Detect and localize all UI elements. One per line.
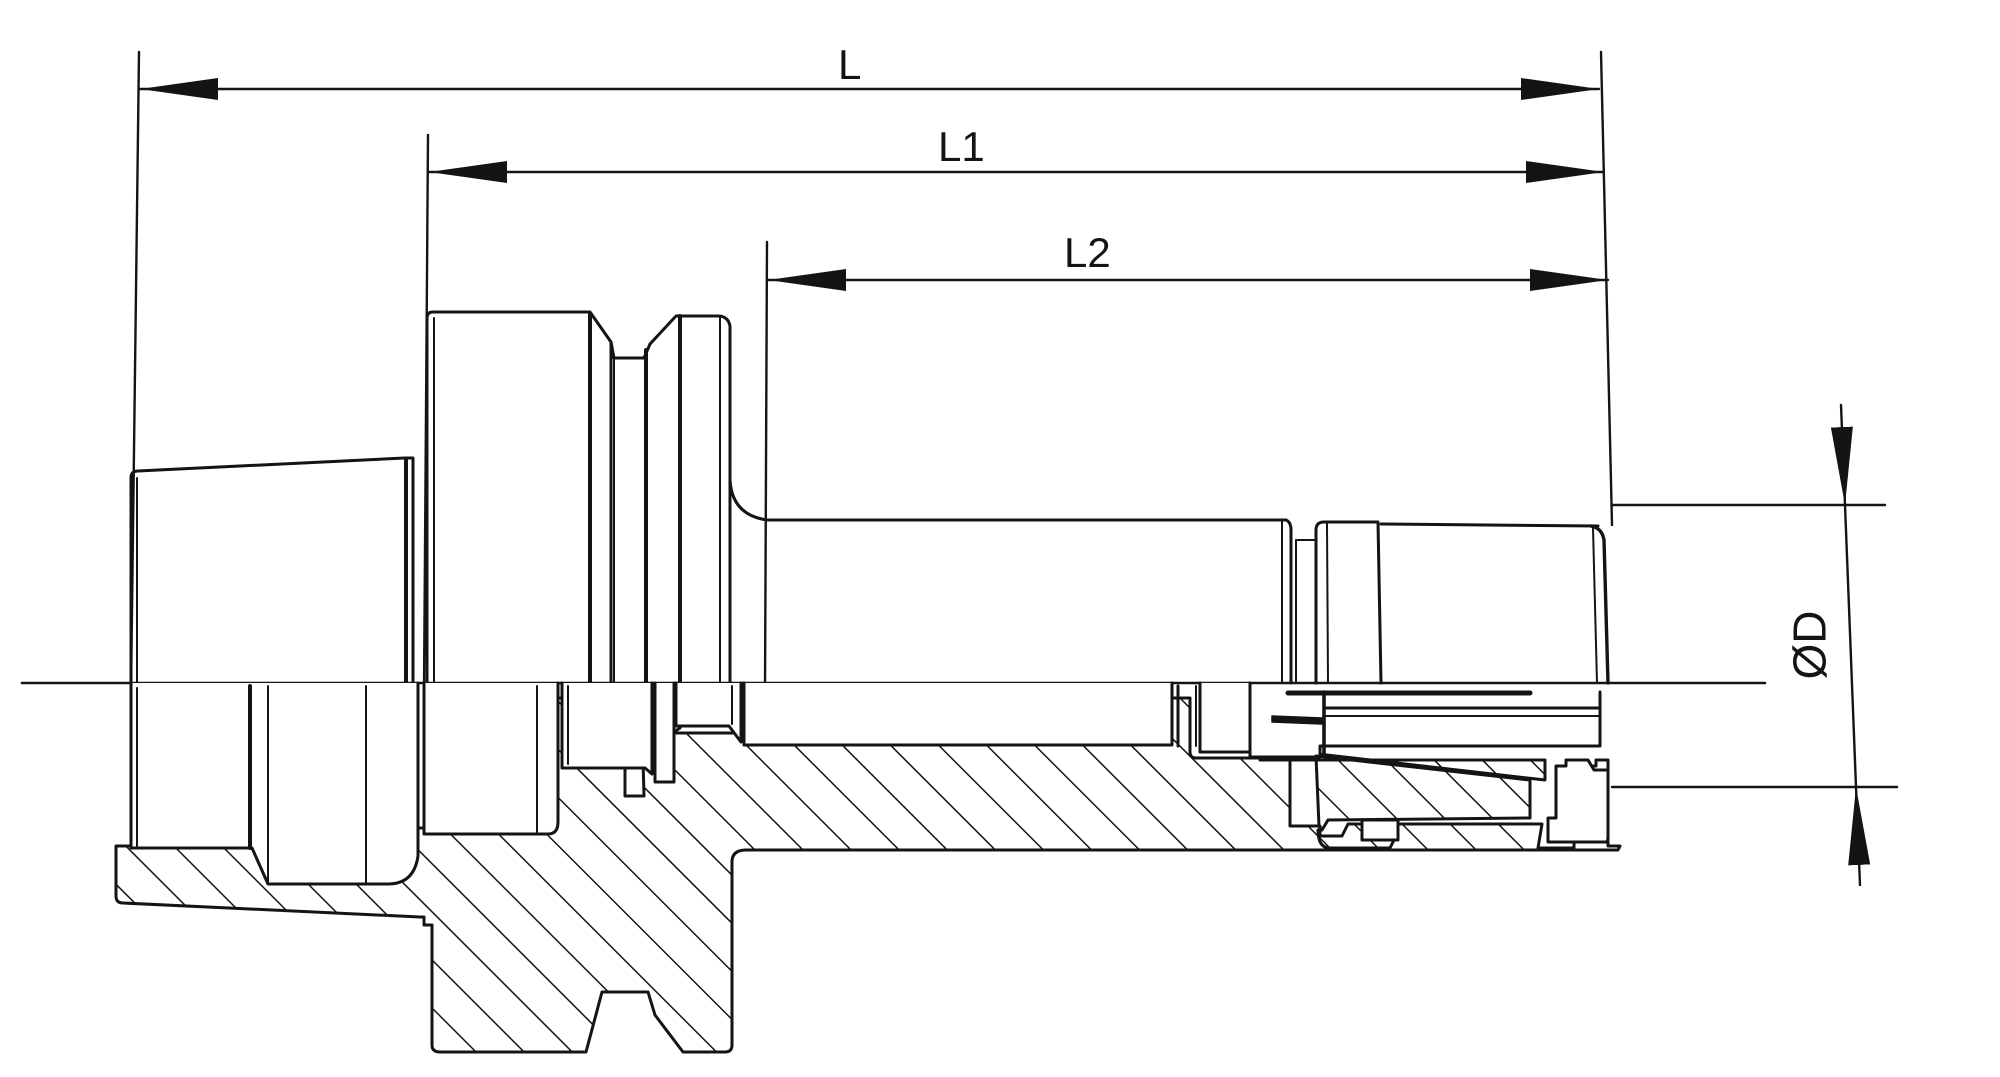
dimension-label-L1: L1 [938,123,985,170]
dimension-label-L2: L2 [1064,229,1111,276]
upper-half-outline [129,310,1610,685]
lower-half-details [129,681,1602,886]
collet-nut-section [1314,754,1610,850]
dimension-label-D: ØD [1783,610,1836,680]
dimension-label-L: L [838,41,862,88]
extension-lines [129,50,1614,692]
dimension-line-D [1610,403,1899,887]
